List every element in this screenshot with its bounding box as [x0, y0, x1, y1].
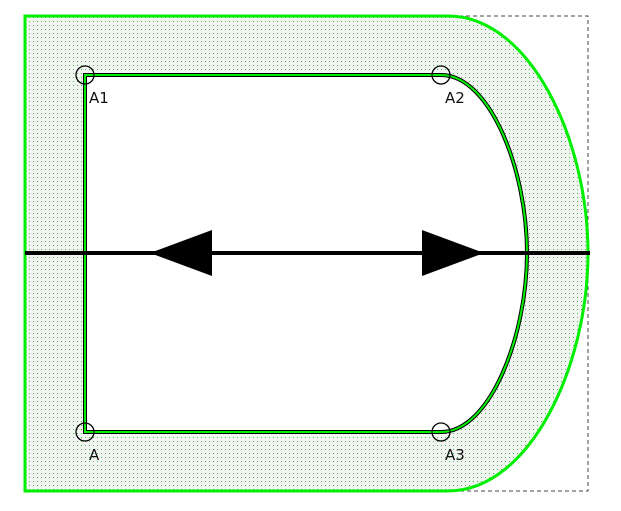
- point-a3-handle[interactable]: [431, 422, 451, 442]
- arrow-left-icon: [150, 230, 212, 276]
- point-a2-handle[interactable]: [431, 65, 451, 85]
- label-a2: A2: [445, 89, 465, 107]
- point-a-handle[interactable]: [75, 422, 95, 442]
- label-a3: A3: [445, 446, 465, 464]
- buffer-zone[interactable]: [25, 16, 588, 491]
- label-a1: A1: [89, 89, 109, 107]
- label-a: A: [89, 446, 100, 464]
- point-a1-handle[interactable]: [75, 65, 95, 85]
- arrow-right-icon: [422, 230, 484, 276]
